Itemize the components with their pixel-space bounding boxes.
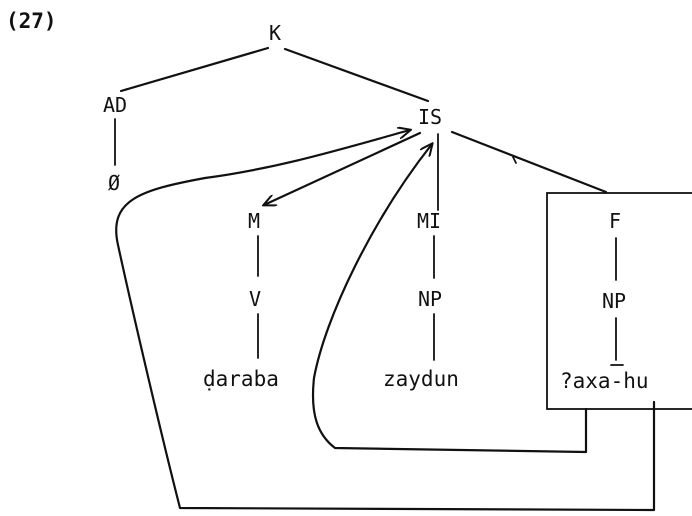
node-np-right: NP <box>602 289 626 313</box>
edge-k-ad <box>119 46 270 93</box>
node-f: F <box>609 209 621 233</box>
node-np-middle: NP <box>418 287 442 311</box>
edge-is-m <box>264 131 422 205</box>
node-mi: MI <box>417 209 441 233</box>
word-daraba: ḍaraba <box>203 367 279 391</box>
arrow-inner-movement <box>311 144 588 454</box>
example-number: (27) <box>6 9 57 33</box>
tick-mark <box>512 156 517 164</box>
arrow-outer-movement <box>115 130 656 512</box>
node-v: V <box>249 287 261 311</box>
f-subtree-box <box>546 192 692 410</box>
node-ad: AD <box>103 93 127 117</box>
node-empty: Ø <box>108 171 120 195</box>
node-m: M <box>248 209 260 233</box>
node-is: IS <box>418 105 442 129</box>
word-axa-hu: ?axa-hu <box>560 369 649 393</box>
word-zaydun: zaydun <box>383 367 459 391</box>
edge-k-is <box>283 47 430 103</box>
node-k: K <box>269 21 281 45</box>
edge-is-f <box>450 130 608 194</box>
